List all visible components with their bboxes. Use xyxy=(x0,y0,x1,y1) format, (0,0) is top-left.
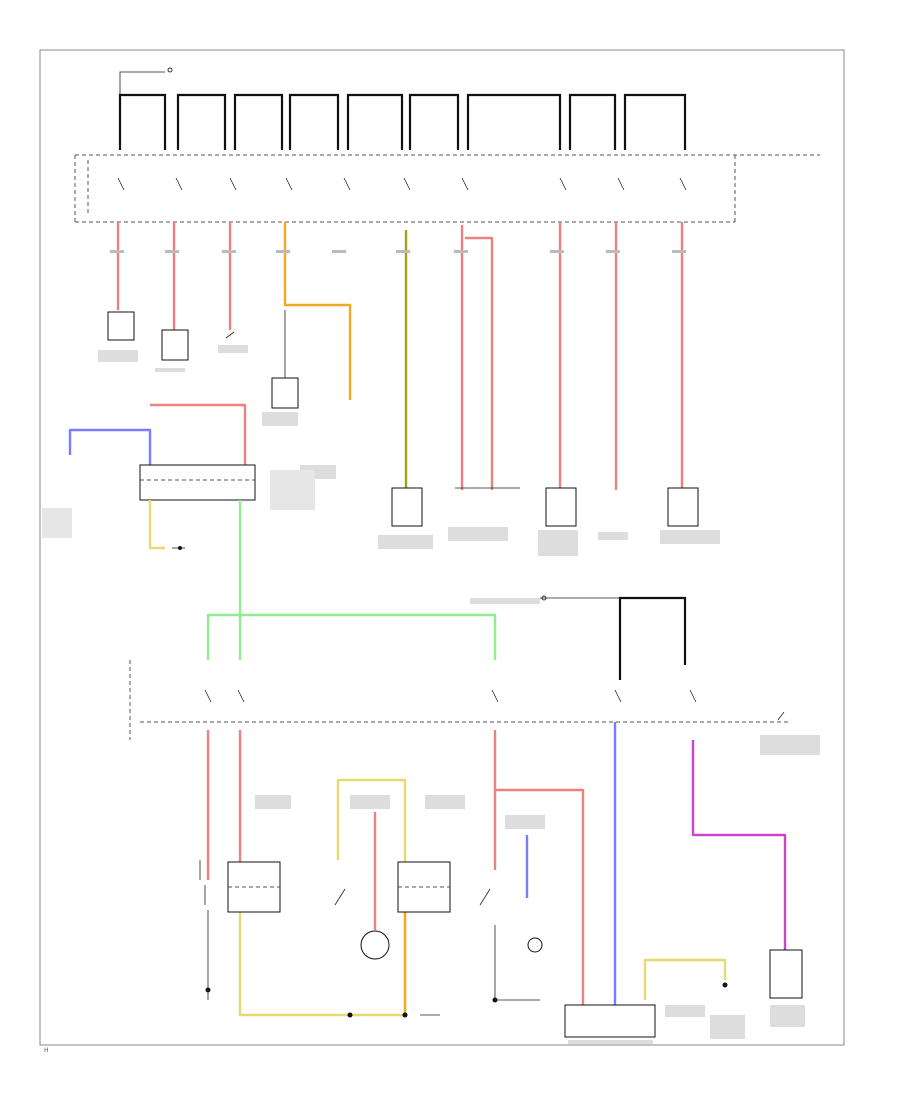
diagram-frame xyxy=(39,49,845,1046)
upper-fuses xyxy=(117,177,687,191)
component-box xyxy=(271,377,299,409)
motor-symbol xyxy=(360,930,390,960)
control-module xyxy=(139,464,256,501)
footer-code: H xyxy=(44,1047,49,1054)
lower-branch-wires xyxy=(206,722,787,1017)
upper-branch-wires xyxy=(116,222,684,490)
upper-power-feeds xyxy=(118,67,687,150)
upper-components xyxy=(107,310,699,527)
component-box xyxy=(391,487,423,527)
component-box xyxy=(161,329,189,361)
component-box xyxy=(667,487,699,527)
component-box xyxy=(107,311,135,341)
upper-fuse-panel xyxy=(74,154,820,223)
left-module xyxy=(68,403,256,550)
component-box xyxy=(769,949,803,999)
lower-fuse-panel xyxy=(129,595,790,740)
component-box xyxy=(545,487,577,527)
connector-box xyxy=(564,1004,656,1038)
sensor-symbol xyxy=(527,937,543,953)
small-labels xyxy=(42,250,820,1044)
green-feed-wire xyxy=(206,500,497,660)
lower-components xyxy=(199,860,803,1038)
